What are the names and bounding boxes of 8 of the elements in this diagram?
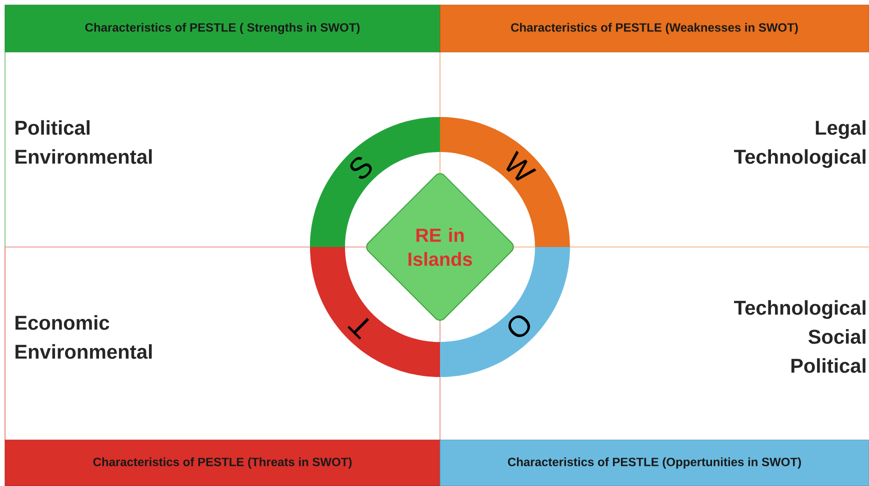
header-bar: Characteristics of PESTLE (Threats in SWOT) [4,440,440,486]
quadrant-text: Legal Technological [734,120,866,168]
quadrant-text: Technological Social Political [734,300,866,373]
header-bar: Characteristics of PESTLE (Weaknesses in SWOT) [440,4,869,52]
quadrant-text: Political Environmental [16,120,152,164]
header-bar: Characteristics of PESTLE ( Strengths in SWOT) [4,4,440,52]
header-bar: Characteristics of PESTLE (Oppertunities in SWOT) [440,440,869,486]
quadrant-text: Economic Environmental [16,315,152,359]
